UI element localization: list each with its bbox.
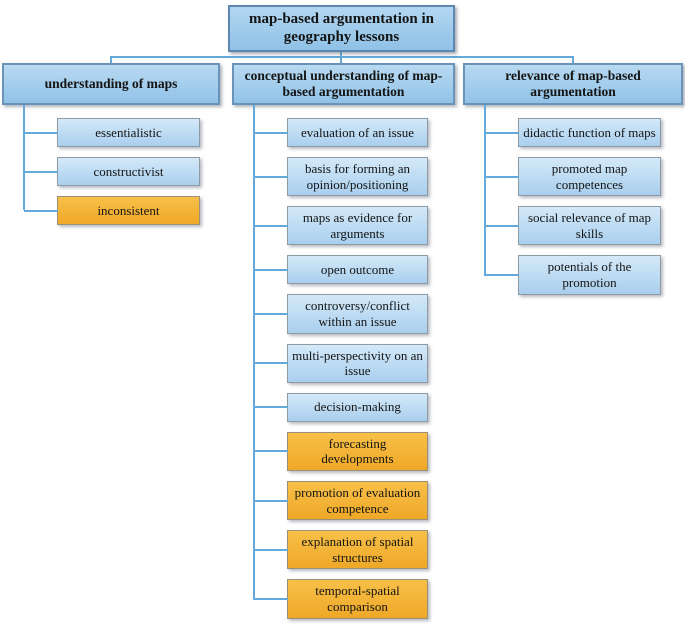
node-evaluation-of-an-issue: evaluation of an issue [254,118,428,147]
node-potentials-of-the-promotion: potentials of the promotion [485,255,661,295]
header-understanding-of-maps: understanding of maps [2,63,220,105]
column-conceptual-understanding: conceptual understanding of map-based ar… [232,63,455,619]
children-conceptual-understanding: evaluation of an issue basis for forming… [253,105,428,619]
node-promoted-map-competences: promoted map competences [485,157,661,197]
column-relevance: relevance of map-based argumentation did… [463,63,683,295]
node-temporal-spatial-comparison: temporal-spatial comparison [254,579,428,619]
node-basis-for-forming-an-opinion: basis for forming an opinion/positioning [254,157,428,197]
node-promotion-of-evaluation-competence: promotion of evaluation competence [254,480,428,521]
node-open-outcome: open outcome [254,255,428,285]
node-maps-as-evidence: maps as evidence for arguments [254,206,428,246]
node-essentialistic: essentialistic [24,118,200,147]
node-inconsistent: inconsistent [24,196,200,225]
children-relevance: didactic function of maps promoted map c… [484,105,661,295]
node-decision-making: decision-making [254,392,428,422]
column-understanding-of-maps: understanding of maps essentialistic con… [2,63,220,225]
node-didactic-function-of-maps: didactic function of maps [485,118,661,147]
node-explanation-of-spatial-structures: explanation of spatial structures [254,530,428,570]
root-node: map-based argumentation in geography les… [228,5,455,52]
node-controversy-conflict: controversy/conflict within an issue [254,294,428,334]
connector-top-horizontal [110,56,574,58]
children-understanding-of-maps: essentialistic constructivist inconsiste… [23,105,200,225]
node-constructivist: constructivist [24,157,200,186]
node-social-relevance-of-map-skills: social relevance of map skills [485,206,661,246]
node-forecasting-developments: forecasting developments [254,431,428,471]
connector-left-header-stub [110,56,112,64]
connector-right-header-stub [572,56,574,64]
header-conceptual-understanding: conceptual understanding of map-based ar… [232,63,455,105]
node-multi-perspectivity: multi-perspectivity on an issue [254,343,428,383]
header-relevance: relevance of map-based argumentation [463,63,683,105]
